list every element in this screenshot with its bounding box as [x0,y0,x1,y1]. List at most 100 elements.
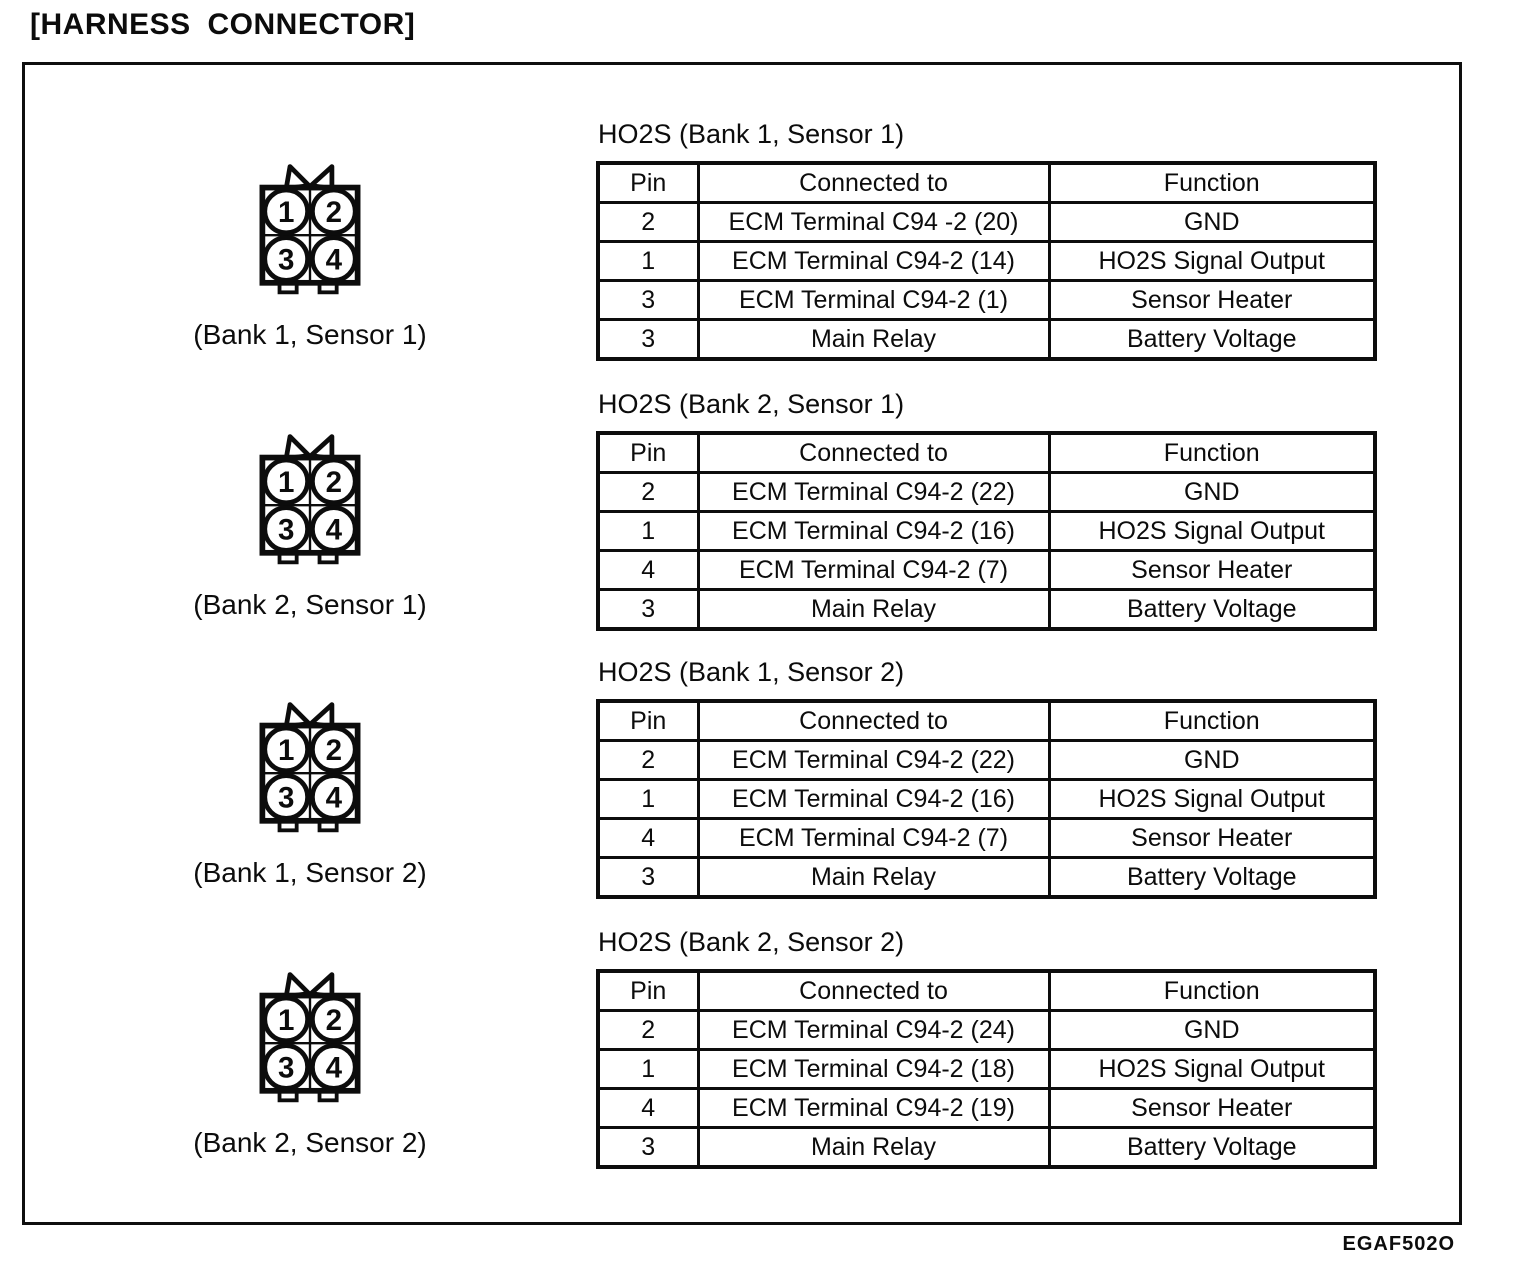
table-cell: GND [1047,201,1377,243]
table-cell: ECM Terminal C94-2 (18) [696,1048,1051,1090]
connector-4pin-icon: 1 2 3 4 [259,434,361,565]
table-cell: Battery Voltage [1047,588,1377,631]
table-cell: Main Relay [696,318,1051,361]
table-heading: HO2S (Bank 2, Sensor 2) [598,927,905,957]
table-cell: 2 [596,739,700,781]
table-cell: Battery Voltage [1047,318,1377,361]
pin-number: 4 [326,1051,343,1084]
table-cell: ECM Terminal C94-2 (14) [696,240,1051,282]
table-cell: 4 [596,549,700,591]
column-header: Connected to [696,431,1051,474]
pin-cavity-2 [310,725,358,774]
pin-cavity-3 [262,1043,310,1091]
pin-number: 2 [326,466,342,499]
pin-number: 1 [278,734,294,767]
pin-cavity-2 [310,457,358,506]
connector-section: 1 2 3 4 (Bank 2, Sensor 1) HO2S (Bank 2,… [25,389,1459,631]
table-cell: HO2S Signal Output [1047,240,1377,282]
table-heading: HO2S (Bank 1, Sensor 1) [598,119,905,149]
table-heading: HO2S (Bank 1, Sensor 2) [598,657,905,687]
pin-cavity-4 [310,505,358,553]
connector-section: 1 2 3 4 (Bank 1, Sensor 1) HO2S (Bank 1,… [25,119,1459,361]
table-cell: ECM Terminal C94 -2 (20) [696,201,1051,243]
connector-label: (Bank 2, Sensor 1) [193,589,427,620]
column-header: Function [1047,431,1377,474]
table-cell: Sensor Heater [1047,279,1377,321]
table-cell: 3 [596,279,700,321]
table-cell: ECM Terminal C94-2 (1) [696,279,1051,321]
table-cell: GND [1047,471,1377,513]
pin-cavity-4 [310,1043,358,1091]
table-cell: Sensor Heater [1047,549,1377,591]
pin-cavity-4 [310,773,358,821]
pin-number: 3 [278,1051,294,1084]
table-cell: 2 [596,471,700,513]
pin-number: 4 [326,781,343,814]
table-cell: ECM Terminal C94-2 (22) [696,471,1051,513]
table-cell: Battery Voltage [1047,1126,1377,1169]
column-header: Pin [596,969,700,1012]
column-header: Function [1047,699,1377,742]
figure-code: EGAF502O [1342,1233,1455,1255]
pin-number: 3 [278,513,294,546]
pin-number: 1 [278,1004,294,1037]
table-cell: ECM Terminal C94-2 (16) [696,778,1051,820]
column-header: Function [1047,969,1377,1012]
table-cell: 2 [596,201,700,243]
column-header: Pin [596,161,700,204]
table-cell: HO2S Signal Output [1047,510,1377,552]
table-cell: 1 [596,1048,700,1090]
table-cell: GND [1047,739,1377,781]
column-header: Connected to [696,969,1051,1012]
pin-cavity-3 [262,235,310,283]
pin-cavity-1 [262,187,310,236]
connector-diagram: 1 2 3 4 (Bank 1, Sensor 1) [85,159,535,351]
connector-diagram: 1 2 3 4 (Bank 2, Sensor 1) [85,429,535,621]
column-header: Function [1047,161,1377,204]
table-cell: 1 [596,778,700,820]
pin-cavity-1 [262,995,310,1044]
connector-section: 1 2 3 4 (Bank 2, Sensor 2) HO2S (Bank 2,… [25,927,1459,1169]
pin-cavity-2 [310,187,358,236]
table-cell: ECM Terminal C94-2 (22) [696,739,1051,781]
connector-4pin-icon: 1 2 3 4 [259,702,361,833]
page-title: [HARNESS CONNECTOR] [30,8,416,41]
pin-cavity-4 [310,235,358,283]
column-header: Pin [596,699,700,742]
pin-number: 3 [278,781,294,814]
connector-diagram: 1 2 3 4 (Bank 1, Sensor 2) [85,697,535,889]
table-heading: HO2S (Bank 2, Sensor 1) [598,389,905,419]
connector-label: (Bank 1, Sensor 1) [193,319,427,350]
table-cell: Sensor Heater [1047,817,1377,859]
pin-number: 3 [278,243,294,276]
column-header: Pin [596,431,700,474]
table-cell: ECM Terminal C94-2 (7) [696,549,1051,591]
table-cell: 3 [596,318,700,361]
table-cell: Sensor Heater [1047,1087,1377,1129]
table-cell: Main Relay [696,588,1051,631]
sections-container: 1 2 3 4 (Bank 1, Sensor 1) HO2S (Bank 1,… [25,65,1459,1222]
pin-cavity-3 [262,773,310,821]
table-cell: 3 [596,856,700,899]
table-cell: Main Relay [696,1126,1051,1169]
pin-number: 4 [326,243,343,276]
column-header: Connected to [696,161,1051,204]
